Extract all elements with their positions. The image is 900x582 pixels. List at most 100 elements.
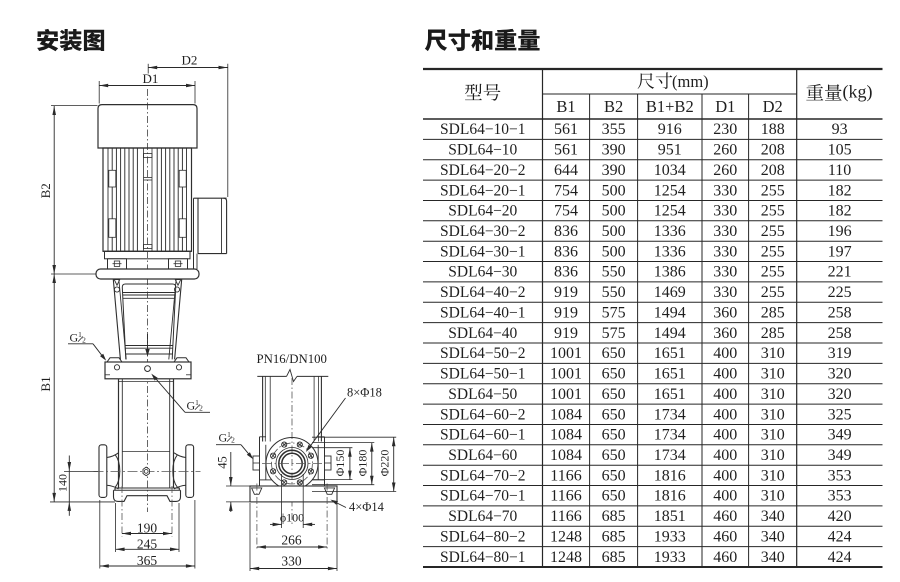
- svg-text:SDL64−40−1: SDL64−40−1: [440, 305, 526, 322]
- svg-text:919: 919: [554, 325, 578, 342]
- svg-text:225: 225: [828, 284, 852, 301]
- svg-text:400: 400: [713, 386, 737, 403]
- svg-text:SDL64−70−2: SDL64−70−2: [440, 467, 526, 484]
- svg-text:550: 550: [602, 264, 626, 281]
- svg-text:1166: 1166: [550, 467, 581, 484]
- svg-text:1336: 1336: [654, 243, 686, 260]
- svg-text:319: 319: [828, 345, 852, 362]
- svg-text:400: 400: [713, 345, 737, 362]
- svg-text:650: 650: [602, 427, 626, 444]
- svg-text:330: 330: [713, 203, 737, 220]
- svg-text:919: 919: [554, 305, 578, 322]
- svg-text:353: 353: [828, 467, 852, 484]
- svg-text:SDL64−10−1: SDL64−10−1: [440, 121, 526, 138]
- svg-text:D1: D1: [143, 71, 159, 86]
- svg-text:1651: 1651: [654, 366, 686, 383]
- svg-text:1494: 1494: [654, 305, 686, 322]
- svg-text:285: 285: [761, 325, 785, 342]
- svg-text:420: 420: [828, 508, 852, 525]
- svg-text:310: 310: [761, 386, 785, 403]
- svg-text:1254: 1254: [654, 203, 686, 220]
- svg-text:140: 140: [55, 474, 69, 492]
- svg-text:255: 255: [761, 223, 785, 240]
- svg-text:650: 650: [602, 345, 626, 362]
- svg-text:1651: 1651: [654, 386, 686, 403]
- svg-text:320: 320: [828, 366, 852, 383]
- svg-text:258: 258: [828, 305, 852, 322]
- svg-text:SDL64−60−1: SDL64−60−1: [440, 427, 526, 444]
- svg-text:1469: 1469: [654, 284, 686, 301]
- svg-text:650: 650: [602, 366, 626, 383]
- svg-text:Φ180: Φ180: [355, 450, 369, 477]
- svg-text:255: 255: [761, 203, 785, 220]
- svg-text:SDL64−30−2: SDL64−30−2: [440, 223, 526, 240]
- svg-text:390: 390: [602, 142, 626, 159]
- svg-text:(mm): (mm): [672, 72, 709, 91]
- svg-text:685: 685: [602, 549, 626, 566]
- svg-text:SDL64−70: SDL64−70: [448, 508, 517, 525]
- svg-text:325: 325: [828, 406, 852, 423]
- svg-text:PN16/DN100: PN16/DN100: [257, 352, 327, 366]
- svg-text:285: 285: [761, 305, 785, 322]
- svg-text:SDL64−40−2: SDL64−40−2: [440, 284, 526, 301]
- svg-text:685: 685: [602, 529, 626, 546]
- svg-text:258: 258: [828, 325, 852, 342]
- svg-text:SDL64−50−1: SDL64−50−1: [440, 366, 526, 383]
- svg-text:182: 182: [828, 203, 852, 220]
- svg-text:460: 460: [713, 529, 737, 546]
- svg-text:255: 255: [761, 243, 785, 260]
- svg-text:650: 650: [602, 386, 626, 403]
- svg-text:919: 919: [554, 284, 578, 301]
- svg-text:1734: 1734: [654, 447, 686, 464]
- svg-text:(kg): (kg): [843, 82, 873, 103]
- svg-text:182: 182: [828, 182, 852, 199]
- svg-text:D2: D2: [182, 52, 198, 67]
- svg-text:SDL64−20−1: SDL64−20−1: [440, 182, 526, 199]
- svg-text:SDL64−70−1: SDL64−70−1: [440, 488, 526, 505]
- svg-text:SDL64−50−2: SDL64−50−2: [440, 345, 526, 362]
- svg-text:266: 266: [281, 532, 302, 547]
- svg-text:424: 424: [828, 529, 852, 546]
- svg-text:1933: 1933: [654, 529, 686, 546]
- svg-text:G: G: [70, 331, 79, 345]
- svg-text:SDL64−80−2: SDL64−80−2: [440, 529, 526, 546]
- svg-text:1816: 1816: [654, 467, 686, 484]
- svg-text:SDL64−60−2: SDL64−60−2: [440, 406, 526, 423]
- svg-text:4×Φ14: 4×Φ14: [349, 500, 385, 514]
- svg-text:ϕ100: ϕ100: [280, 511, 304, 525]
- svg-text:SDL64−20−2: SDL64−20−2: [440, 162, 526, 179]
- svg-text:400: 400: [713, 406, 737, 423]
- svg-text:500: 500: [602, 203, 626, 220]
- svg-text:650: 650: [602, 406, 626, 423]
- svg-text:190: 190: [137, 521, 158, 536]
- svg-text:255: 255: [761, 182, 785, 199]
- svg-text:245: 245: [137, 536, 158, 551]
- svg-text:SDL64−50: SDL64−50: [448, 386, 517, 403]
- svg-text:SDL64−40: SDL64−40: [448, 325, 517, 342]
- svg-text:330: 330: [281, 553, 302, 568]
- svg-text:400: 400: [713, 488, 737, 505]
- svg-text:754: 754: [554, 203, 578, 220]
- svg-text:575: 575: [602, 305, 626, 322]
- svg-text:2: 2: [82, 335, 86, 344]
- svg-text:2: 2: [231, 435, 235, 444]
- svg-text:340: 340: [761, 529, 785, 546]
- svg-text:1084: 1084: [550, 427, 582, 444]
- svg-text:500: 500: [602, 223, 626, 240]
- svg-text:B2: B2: [38, 183, 53, 198]
- svg-text:255: 255: [761, 264, 785, 281]
- svg-text:197: 197: [828, 243, 852, 260]
- svg-text:330: 330: [713, 182, 737, 199]
- svg-text:260: 260: [713, 162, 737, 179]
- svg-text:836: 836: [554, 243, 578, 260]
- svg-text:B1: B1: [556, 97, 575, 116]
- svg-text:550: 550: [602, 284, 626, 301]
- svg-text:644: 644: [554, 162, 578, 179]
- svg-text:400: 400: [713, 366, 737, 383]
- svg-text:330: 330: [713, 243, 737, 260]
- svg-text:400: 400: [713, 467, 737, 484]
- svg-text:836: 836: [554, 223, 578, 240]
- svg-text:575: 575: [602, 325, 626, 342]
- svg-text:B1: B1: [38, 376, 53, 391]
- svg-text:2: 2: [199, 403, 203, 412]
